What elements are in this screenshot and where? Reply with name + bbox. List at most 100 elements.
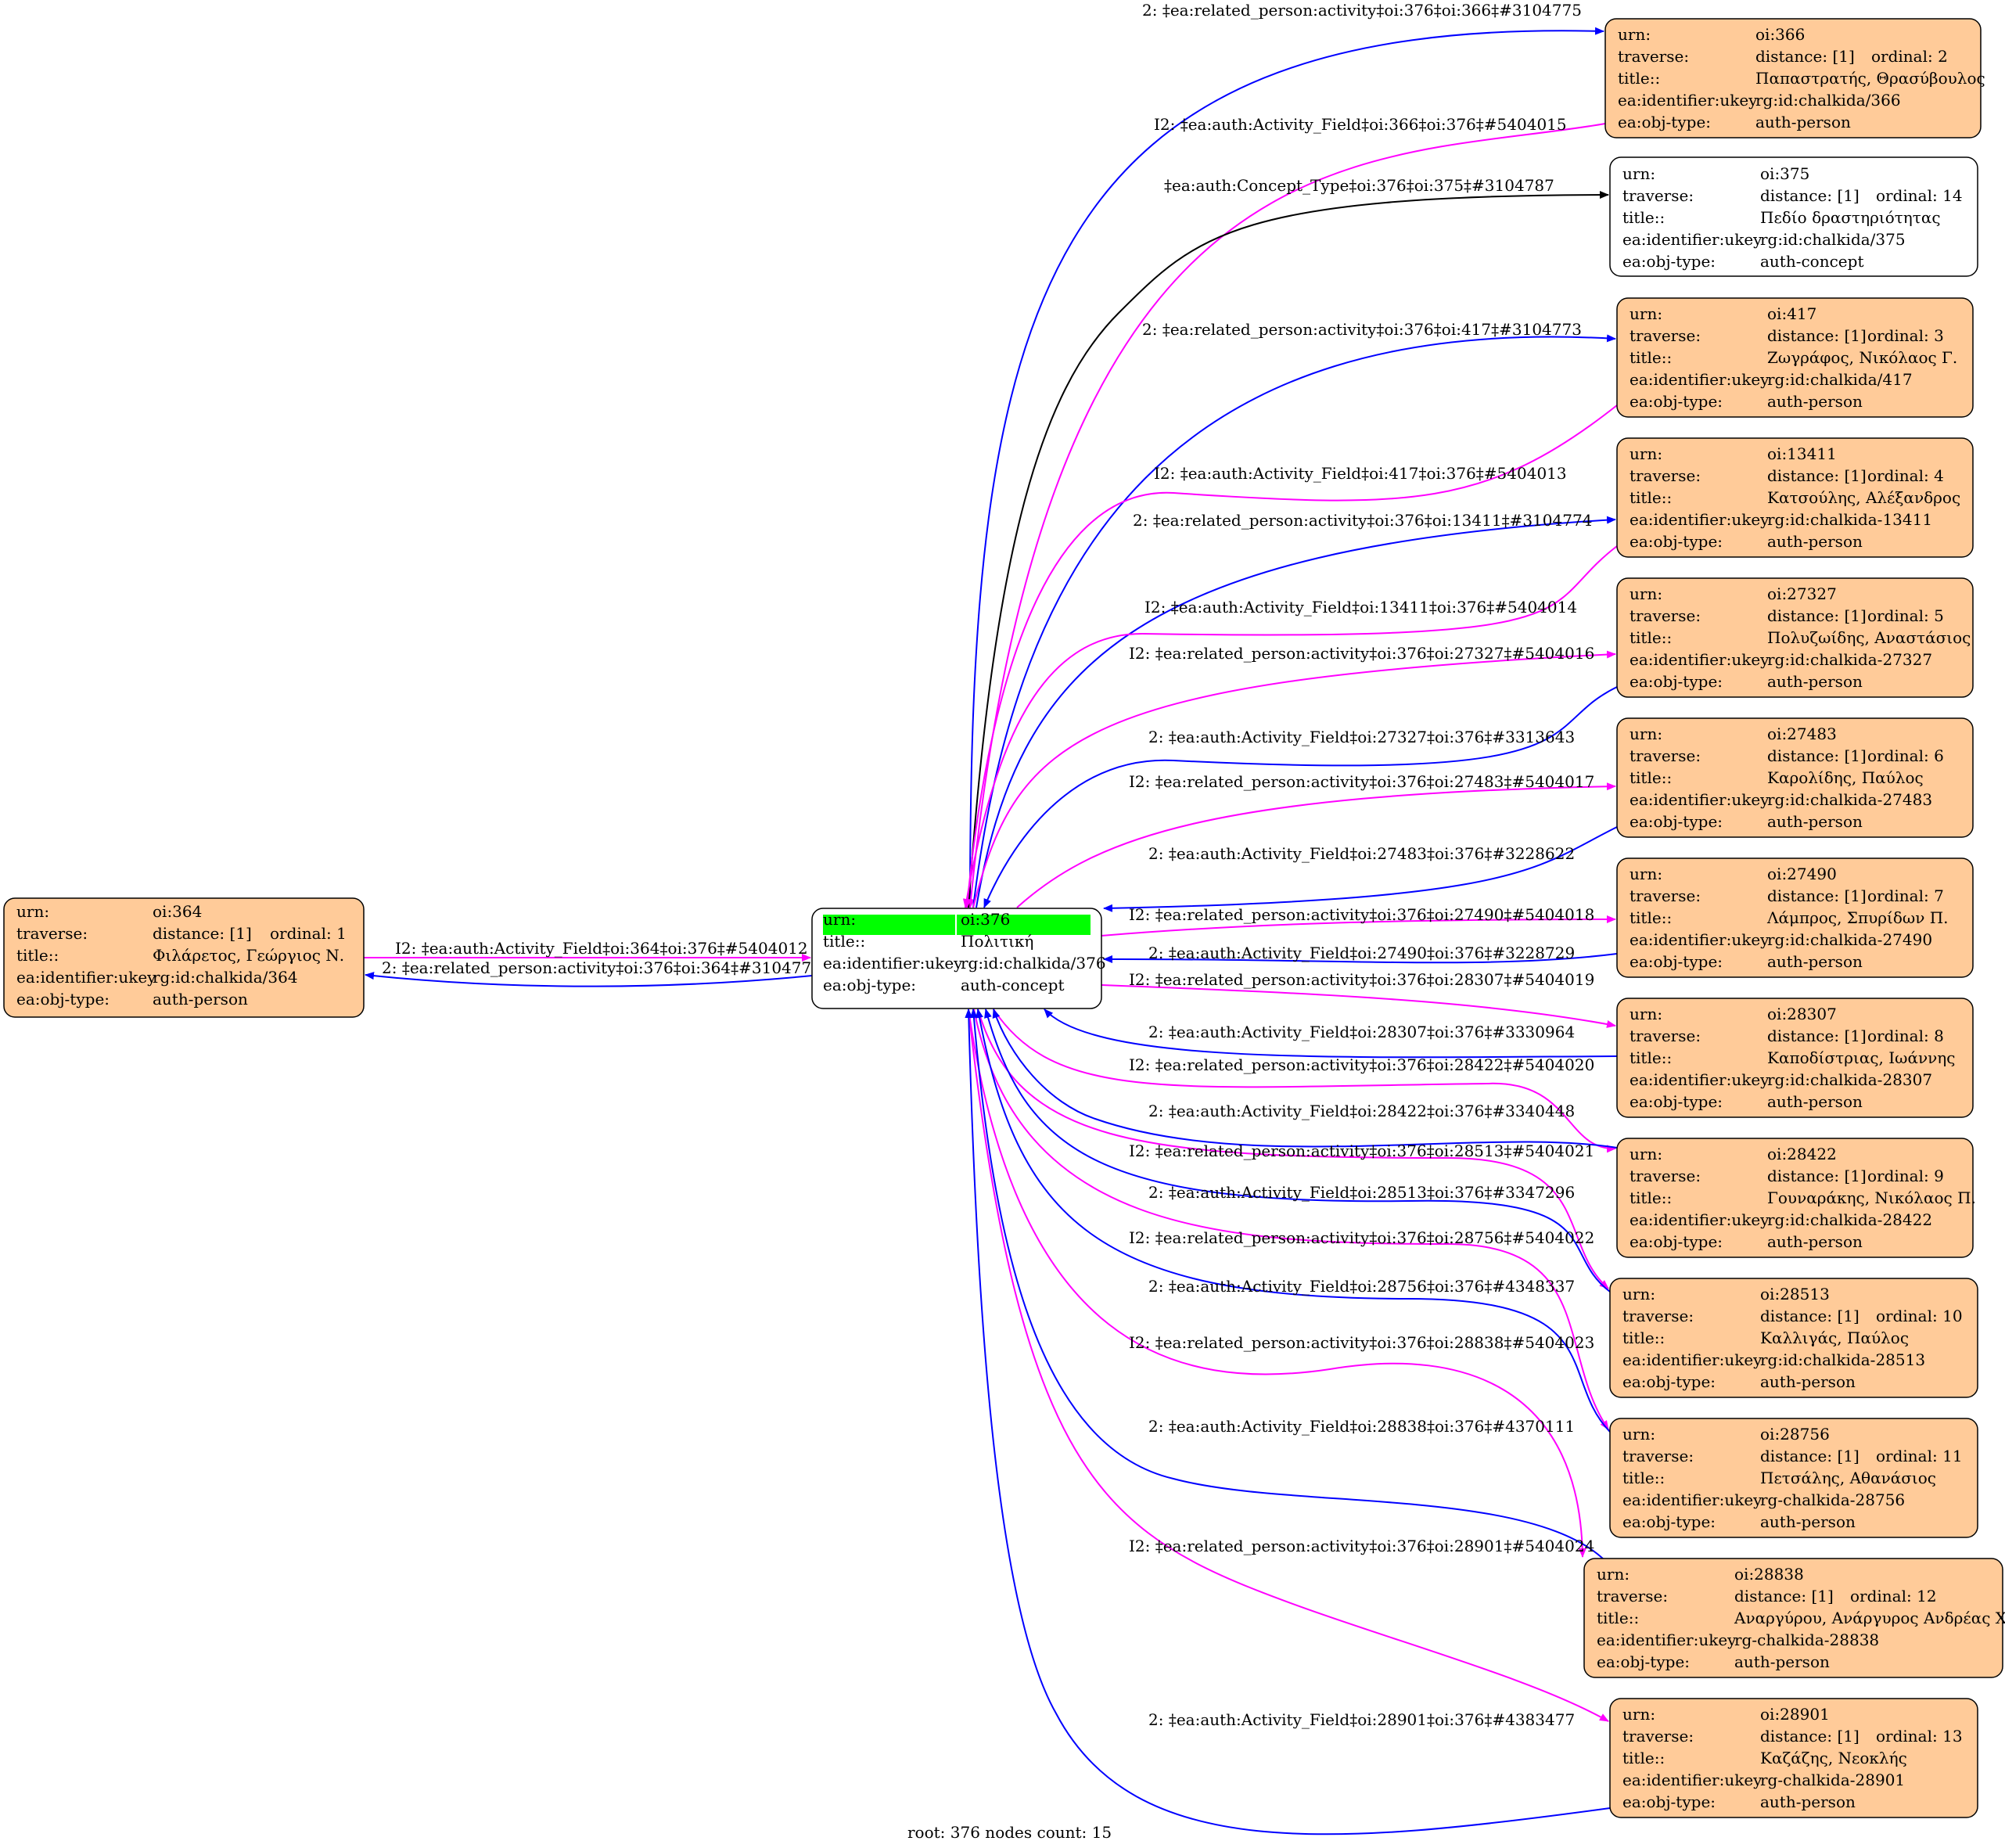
edge-line xyxy=(984,1008,1611,1293)
edge: I2: ‡ea:related_person:activity‡oi:376‡o… xyxy=(968,1008,1609,1722)
node-field-key: ea:identifier:ukey xyxy=(1622,230,1762,249)
node-field-key: ea:obj-type: xyxy=(16,990,110,1008)
node-field-key: ea:obj-type: xyxy=(1622,1372,1716,1391)
node-field-value: auth-person xyxy=(1767,1232,1863,1251)
node-field-key: urn: xyxy=(1630,1145,1662,1163)
edge-label: 2: ‡ea:related_person:activity‡oi:376‡oi… xyxy=(382,958,821,977)
node-field-key: ea:obj-type: xyxy=(1630,532,1723,551)
edge-label: I2: ‡ea:related_person:activity‡oi:376‡o… xyxy=(1129,644,1594,663)
edges-layer: 2: ‡ea:related_person:activity‡oi:376‡oi… xyxy=(364,1,1618,1835)
node-box xyxy=(1609,156,1978,277)
edge-label: 2: ‡ea:related_person:activity‡oi:376‡oi… xyxy=(1142,1,1582,20)
edge: I2: ‡ea:related_person:activity‡oi:376‡o… xyxy=(968,1008,1594,1558)
node-field-value: auth-person xyxy=(1767,1092,1863,1111)
node-field-value: rg:id:chalkida-28422 xyxy=(1767,1210,1932,1229)
node-field-ordinal: ordinal: 5 xyxy=(1867,606,1944,625)
node-field-value: auth-person xyxy=(1760,1372,1856,1391)
edge-line xyxy=(976,1008,1611,1433)
node-field-key: ea:obj-type: xyxy=(1630,1232,1723,1251)
node-field-key: ea:identifier:ukey xyxy=(1630,790,1770,809)
edge-line xyxy=(993,1008,1616,1153)
edge-label: 2: ‡ea:related_person:activity‡oi:376‡oi… xyxy=(1142,320,1582,339)
edge: 2: ‡ea:related_person:activity‡oi:376‡oi… xyxy=(976,511,1616,908)
node-box xyxy=(1616,717,1974,838)
edge-label: 2: ‡ea:auth:Activity_Field‡oi:28422‡oi:3… xyxy=(1148,1102,1575,1120)
node-field-ordinal: ordinal: 13 xyxy=(1876,1727,1963,1746)
node-field-value: rg-chalkida-28901 xyxy=(1760,1771,1905,1789)
nodes-layer: urn:oi:376title::Πολιτικήea:identifier:u… xyxy=(3,18,2005,1818)
node-field-value: Γουναράκης, Νικόλαος Π. xyxy=(1767,1188,1976,1207)
edge-line xyxy=(969,1008,1604,1560)
node-field-value: Ζωγράφος, Νικόλαος Γ. xyxy=(1767,348,1957,367)
edge-label: I2: ‡ea:related_person:activity‡oi:376‡o… xyxy=(1129,1333,1594,1352)
node-field-value: auth-person xyxy=(1734,1652,1830,1671)
edge-line xyxy=(973,1008,1609,1430)
edge-line xyxy=(992,1008,1618,1149)
node-field-key: ea:obj-type: xyxy=(1622,1792,1716,1811)
edge-line xyxy=(365,972,813,987)
node-field-key: title:: xyxy=(1630,768,1672,787)
edge-label: I2: ‡ea:auth:Activity_Field‡oi:13411‡oi:… xyxy=(1144,598,1577,617)
node-field-key: traverse: xyxy=(1630,466,1701,485)
node-field-key: ea:obj-type: xyxy=(1630,392,1723,411)
edge-line xyxy=(1101,915,1616,937)
edge-label: I2: ‡ea:related_person:activity‡oi:376‡o… xyxy=(1129,772,1594,791)
node-field-key: ea:identifier:ukey xyxy=(1618,91,1758,110)
node-field-value: distance: [1] xyxy=(1767,606,1867,625)
edge: 2: ‡ea:auth:Activity_Field‡oi:28422‡oi:3… xyxy=(992,1008,1618,1149)
node-field-key: urn: xyxy=(16,902,49,921)
edge-label: I2: ‡ea:related_person:activity‡oi:376‡o… xyxy=(1129,905,1594,924)
edge-label: 2: ‡ea:related_person:activity‡oi:376‡oi… xyxy=(1133,511,1592,530)
edge: I2: ‡ea:auth:Activity_Field‡oi:417‡oi:37… xyxy=(964,404,1618,908)
node-field-value: oi:366 xyxy=(1755,25,1805,44)
node-field-key: traverse: xyxy=(1630,326,1701,345)
edge-line xyxy=(968,1008,1609,1722)
node-field-key: ea:identifier:ukey xyxy=(1630,930,1770,949)
node-field-value: oi:28513 xyxy=(1760,1285,1830,1303)
node-field-value: distance: [1] xyxy=(1767,326,1867,345)
node-box xyxy=(1616,1138,1974,1258)
edge-line xyxy=(962,545,1618,908)
graph-node[interactable]: urn:oi:376title::Πολιτικήea:identifier:u… xyxy=(811,908,1106,1009)
node-field-value: oi:28307 xyxy=(1767,1005,1837,1023)
node-box xyxy=(1583,1558,2003,1678)
node-field-key: title:: xyxy=(823,932,865,951)
node-field-value: Πολυζωίδης, Αναστάσιος xyxy=(1767,628,1971,647)
node-field-value: oi:27483 xyxy=(1767,724,1837,743)
node-field-value: Φιλάρετος, Γεώργιος Ν. xyxy=(153,946,344,965)
node-field-value: Λάμπρος, Σπυρίδων Π. xyxy=(1766,908,1949,927)
node-box xyxy=(1609,1278,1978,1398)
node-field-value: oi:376 xyxy=(961,910,1010,929)
node-field-key: ea:identifier:ukey xyxy=(1630,1070,1770,1089)
edge-label: 2: ‡ea:auth:Activity_Field‡oi:27327‡oi:3… xyxy=(1148,728,1575,746)
node-field-value: rg:id:chalkida-28307 xyxy=(1767,1070,1932,1089)
node-field-value: oi:27327 xyxy=(1767,584,1837,603)
node-field-value: Πετσάλης, Αθανάσιος xyxy=(1760,1469,1936,1487)
node-field-value: auth-person xyxy=(1767,672,1863,691)
edge-label: I2: ‡ea:related_person:activity‡oi:376‡o… xyxy=(1129,1228,1594,1247)
node-field-key: title:: xyxy=(1630,1188,1672,1207)
node-field-value: auth-person xyxy=(1760,1792,1856,1811)
node-field-key: urn: xyxy=(1618,25,1651,44)
edge: ‡ea:auth:Concept_Type‡oi:376‡oi:375‡#310… xyxy=(968,176,1609,908)
node-field-key: title:: xyxy=(1622,1749,1665,1767)
node-field-key: ea:obj-type: xyxy=(1622,1512,1716,1531)
node-box xyxy=(1616,998,1974,1118)
node-field-value: rg:id:chalkida-28513 xyxy=(1760,1350,1925,1369)
node-field-key: ea:obj-type: xyxy=(1597,1652,1690,1671)
node-field-key: ea:identifier:ukey xyxy=(1597,1630,1737,1649)
